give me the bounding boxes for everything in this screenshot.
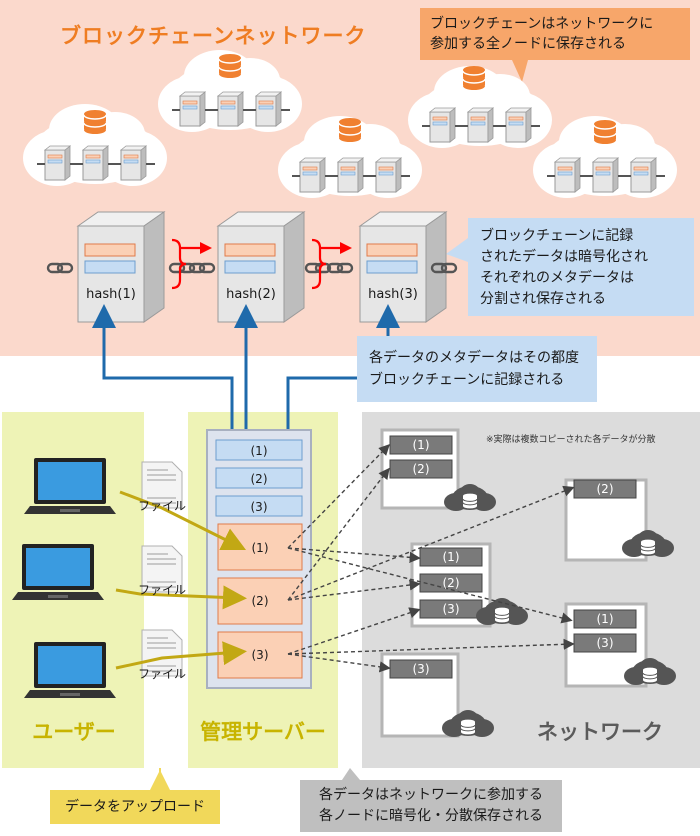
meta-label-3: (3) <box>251 500 268 514</box>
data-label-2: (2) <box>252 594 269 608</box>
callout-stored-all-nodes: ブロックチェーンはネットワークに 参加する全ノードに保存される <box>420 8 690 60</box>
callout-encrypted-line-3: それぞれのメタデータは <box>480 270 634 286</box>
cloud-node-2 <box>158 50 302 132</box>
callout-distributed-line-2: 各ノードに暗号化・分散保存される <box>319 808 543 824</box>
file-label-3: ファイル <box>138 667 186 681</box>
meta-label-2: (2) <box>251 472 268 486</box>
network-node-2 <box>564 478 675 562</box>
block-server-2 <box>216 211 306 323</box>
hash-link-arrows <box>171 238 340 290</box>
node5-slot-1: (3) <box>413 662 430 676</box>
user-panel-label: ユーザー <box>32 720 116 744</box>
callout-upload: データをアップロード <box>50 790 220 824</box>
data-label-1: (1) <box>252 541 269 555</box>
callout-encrypted: ブロックチェーンに記録 されたデータは暗号化され それぞれのメタデータは 分割さ… <box>468 218 694 316</box>
file-label-2: ファイル <box>138 583 186 597</box>
callout-metadata-line-1: 各データのメタデータはその都度 <box>369 350 579 366</box>
file-label-1: ファイル <box>138 499 186 513</box>
callout-distributed: 各データはネットワークに参加する 各ノードに暗号化・分散保存される <box>300 780 562 832</box>
hash-label-2: hash(2) <box>226 287 276 302</box>
node1-slot-2: (2) <box>413 462 430 476</box>
cloud-node-3 <box>278 116 422 198</box>
hash-label-3: hash(3) <box>368 287 418 302</box>
block-server-1 <box>76 211 166 323</box>
network-node-3 <box>410 542 529 628</box>
network-node-5 <box>380 652 495 738</box>
node4-slot-2: (3) <box>597 636 614 650</box>
cloud-node-4 <box>408 65 552 148</box>
callout-top-line-2: 参加する全ノードに保存される <box>430 36 626 52</box>
upload-arrows <box>115 490 247 670</box>
meta-label-1: (1) <box>251 444 268 458</box>
network-note: ※実際は複数コピーされた各データが分散 <box>486 435 656 445</box>
callout-top-line-1: ブロックチェーンはネットワークに <box>430 16 654 32</box>
node3-slot-2: (2) <box>443 576 460 590</box>
server-panel-label: 管理サーバー <box>200 720 326 744</box>
callout-distributed-line-1: 各データはネットワークに参加する <box>319 787 543 803</box>
hash-label-1: hash(1) <box>86 287 136 302</box>
callout-encrypted-line-2: されたデータは暗号化され <box>480 249 648 265</box>
network-node-4 <box>564 602 677 688</box>
network-panel-label: ネットワーク <box>537 720 663 744</box>
callout-encrypted-line-1: ブロックチェーンに記録 <box>480 228 634 244</box>
node4-slot-1: (1) <box>597 612 614 626</box>
callout-encrypted-line-4: 分割され保存される <box>480 291 606 307</box>
distribution-arrows <box>287 444 575 673</box>
cloud-node-5 <box>533 116 677 198</box>
node3-slot-3: (3) <box>443 602 460 616</box>
callout-metadata: 各データのメタデータはその都度 ブロックチェーンに記録される <box>357 336 597 402</box>
cloud-node-1 <box>23 104 167 186</box>
callout-metadata-line-2: ブロックチェーンに記録される <box>369 372 565 388</box>
node2-slot-1: (2) <box>597 482 614 496</box>
network-node-1 <box>380 428 497 512</box>
node3-slot-1: (1) <box>443 550 460 564</box>
node1-slot-1: (1) <box>413 438 430 452</box>
blockchain-network-title: ブロックチェーンネットワーク <box>60 24 367 48</box>
data-label-3: (3) <box>252 648 269 662</box>
